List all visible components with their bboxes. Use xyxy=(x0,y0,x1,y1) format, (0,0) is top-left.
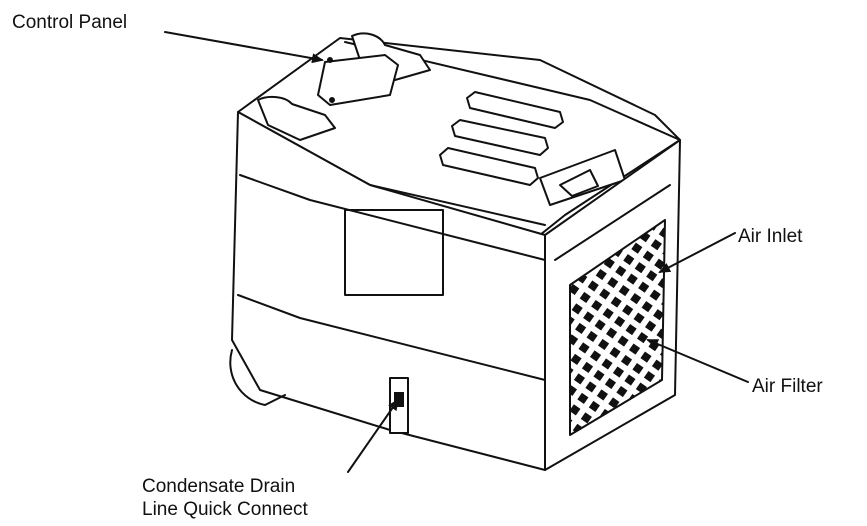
air-inlet-label: Air Inlet xyxy=(738,226,803,247)
air-filter-leader xyxy=(646,339,749,383)
drain-leader xyxy=(347,398,400,473)
air-inlet-grille xyxy=(569,219,666,436)
unit-wheel xyxy=(229,349,286,406)
control-panel-leader xyxy=(164,31,324,64)
control-panel-label: Control Panel xyxy=(12,12,128,33)
control-panel-plate xyxy=(317,54,399,106)
leader-lines xyxy=(164,31,749,473)
top-vent-slots xyxy=(439,91,564,186)
air-filter-label: Air Filter xyxy=(752,376,823,397)
front-label-panel xyxy=(344,209,444,296)
drain-connector xyxy=(389,377,409,434)
drain-label-line-1: Condensate Drain xyxy=(142,476,296,497)
air-inlet-leader xyxy=(658,232,736,273)
drain-connect-label: Condensate Drain Line Quick Connect xyxy=(142,475,308,521)
carry-handles xyxy=(257,32,431,141)
unit-front-face xyxy=(231,111,546,471)
drain-label-line-2: Line Quick Connect xyxy=(142,499,308,520)
